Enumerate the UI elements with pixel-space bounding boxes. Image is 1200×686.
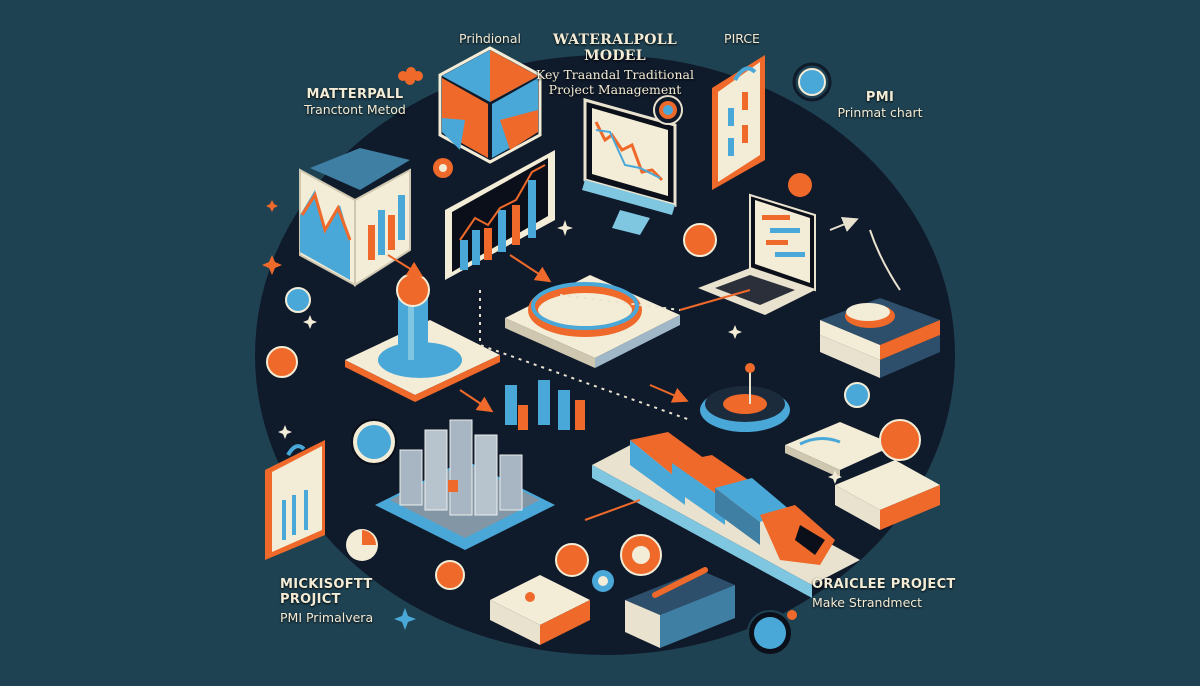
city-blocks-icon xyxy=(375,419,555,550)
badge-icons xyxy=(266,173,921,656)
top-left-line-1: Prihdional xyxy=(459,31,521,46)
target-dial-icon xyxy=(700,363,790,432)
open-book-icon xyxy=(785,422,895,478)
paper-stack-icon xyxy=(490,575,590,645)
bottom-left-line-1: MICKISOFTT PROJICT xyxy=(280,577,373,607)
left-line-1: MATTERPALL xyxy=(306,87,404,102)
bottom-left-label: MICKISOFTT PROJICT PMI Primalvera xyxy=(280,577,430,625)
left-line-2: Tranctont Metod xyxy=(304,101,406,117)
notebook-stack-right-icon xyxy=(835,460,940,530)
top-left-label: Prihdional xyxy=(440,31,540,46)
title-line-2: Key Traandal Traditional xyxy=(536,67,694,83)
title-line-3: Project Management xyxy=(548,81,682,97)
bar-chart-frame-icon xyxy=(445,150,555,280)
folder-chart-icon xyxy=(299,148,411,287)
clipboard-report-icon xyxy=(265,440,325,560)
clipboard-table-icon xyxy=(712,55,765,190)
book-stack-icon xyxy=(820,298,940,378)
main-title-label: WATERALPOLL MODEL Key Traandal Tradition… xyxy=(520,32,710,97)
title-line-1: WATERALPOLL MODEL xyxy=(552,32,678,65)
bar-columns-icon xyxy=(505,380,585,430)
notebook-pen-icon xyxy=(625,567,735,648)
right-line-2: Prinmat chart xyxy=(837,104,923,120)
bottom-right-label: ORAICLEE PROJECT Make Strandmect xyxy=(812,577,962,610)
top-right-line-1: PIRCE xyxy=(724,31,760,46)
fountain-tower-icon xyxy=(345,273,500,402)
monitor-line-chart-icon xyxy=(582,98,677,235)
top-right-label: PIRCE xyxy=(712,31,772,46)
right-line-1: PMI xyxy=(865,90,895,105)
train-icon xyxy=(592,432,860,598)
bottom-right-line-1: ORAICLEE PROJECT xyxy=(812,577,956,592)
hexagon-cube-icon xyxy=(438,46,542,164)
left-label: MATTERPALL Tranctont Metod xyxy=(290,87,420,117)
sparkle-icons xyxy=(278,220,842,484)
bottom-right-line-2: Make Strandmect xyxy=(812,594,923,610)
bottom-left-line-2: PMI Primalvera xyxy=(280,609,374,625)
right-label: PMI Prinmat chart xyxy=(825,90,935,120)
ring-platform-icon xyxy=(505,275,680,368)
laptop-gantt-icon xyxy=(698,193,816,315)
flower-icon xyxy=(398,67,423,85)
